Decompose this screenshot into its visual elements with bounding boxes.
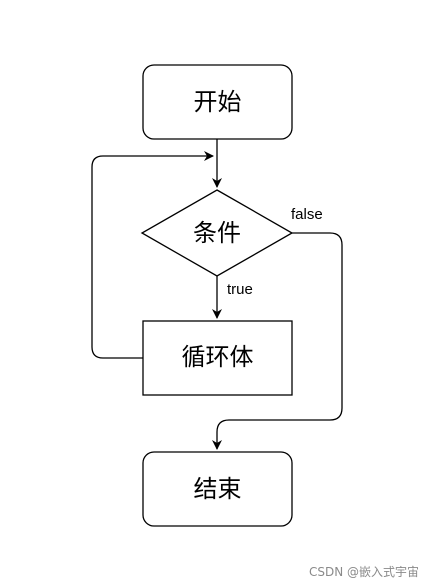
end-node-label: 结束 [194, 475, 242, 503]
edge-condition-to-end [212, 232, 343, 450]
watermark: CSDN @嵌入式宇宙 [309, 564, 419, 579]
start-node: 开始 [142, 64, 293, 140]
start-node-label: 开始 [194, 88, 242, 116]
loop-body-node-label: 循环体 [182, 343, 254, 371]
end-node: 结束 [142, 451, 293, 527]
true-label: true [227, 281, 253, 298]
edge-loop-back [91, 151, 214, 359]
false-label: false [291, 206, 323, 223]
loop-body-node: 循环体 [142, 320, 293, 396]
condition-node-label: 条件 [193, 219, 241, 247]
condition-node: 条件 [140, 189, 294, 277]
